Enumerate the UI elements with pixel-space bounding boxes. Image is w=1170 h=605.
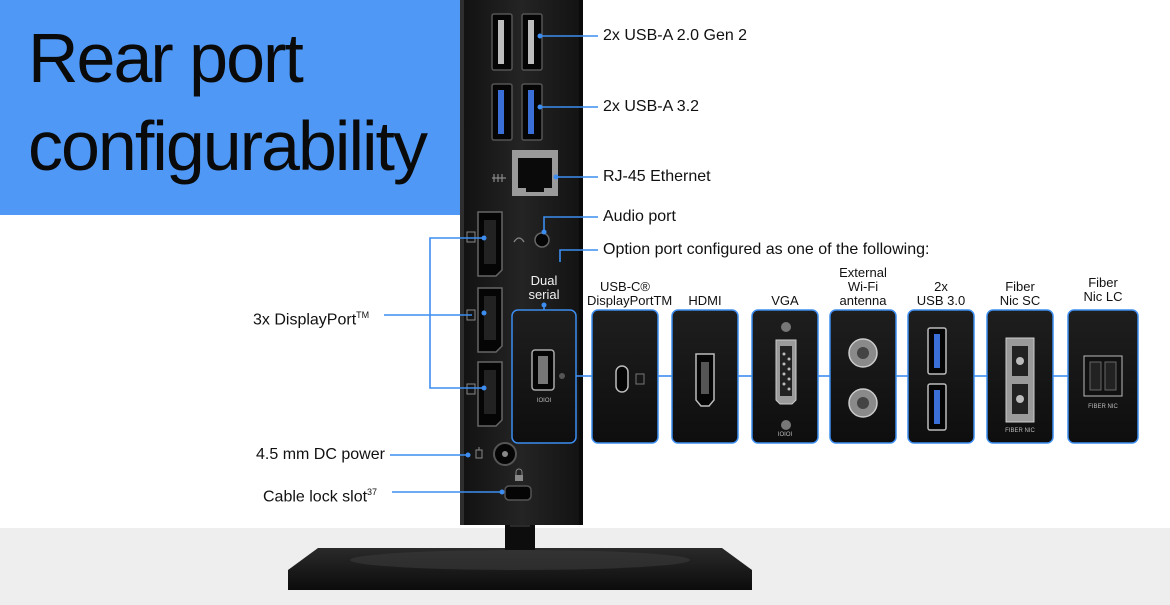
module-fiber-lc xyxy=(1067,309,1139,444)
usb-a-3-ports xyxy=(491,83,543,141)
usb-a-2-ports xyxy=(491,13,543,71)
fiber-sc-mark: FIBER NIC xyxy=(1005,428,1035,434)
title-panel xyxy=(0,0,468,215)
label-dc-power: 4.5 mm DC power xyxy=(256,446,385,463)
label-module-vga: VGA xyxy=(771,293,799,308)
cable-lock-slot xyxy=(504,468,532,501)
displayport-ports xyxy=(466,211,503,427)
label-module-fiber-lc: Fiber Nic LC xyxy=(1083,275,1123,304)
rj45-port xyxy=(492,150,558,196)
dual-serial-module xyxy=(511,309,577,444)
title-line-1: Rear port xyxy=(28,19,304,97)
serial-mark: IOIOI xyxy=(536,398,552,404)
callout-lines xyxy=(384,35,1068,493)
label-displayport: 3x DisplayPortTM xyxy=(253,306,369,329)
label-displayport-tm: TM xyxy=(356,310,370,320)
callout-dots xyxy=(465,33,559,495)
module-usbc xyxy=(591,309,659,444)
title-line-2: configurability xyxy=(28,107,428,185)
fiber-lc-mark: FIBER NIC xyxy=(1088,404,1118,410)
page-title: Rear port configurability xyxy=(28,14,428,190)
lock-icon xyxy=(515,468,523,481)
label-option-port: Option port configured as one of the fol… xyxy=(603,241,930,258)
audio-jack xyxy=(513,232,550,248)
headset-icon xyxy=(513,237,525,243)
module-vga xyxy=(751,309,819,444)
label-module-wifi: External Wi-Fi antenna xyxy=(839,265,887,308)
label-rj45: RJ-45 Ethernet xyxy=(603,168,711,185)
module-usb3 xyxy=(907,309,975,444)
label-dual-serial: Dual serial xyxy=(528,273,560,302)
dc-power-jack xyxy=(475,442,517,466)
label-module-usbc: USB-C® DisplayPortTM xyxy=(587,279,673,308)
label-cable-lock-sup: 37 xyxy=(367,487,378,497)
module-wifi xyxy=(829,309,897,444)
power-plug-icon xyxy=(475,447,483,459)
label-module-fiber-sc: Fiber Nic SC xyxy=(999,279,1041,308)
label-cable-lock: Cable lock slot37 xyxy=(263,483,377,506)
label-module-usb3: 2x USB 3.0 xyxy=(916,279,966,308)
module-hdmi xyxy=(671,309,739,444)
label-usb-a-32: 2x USB-A 3.2 xyxy=(603,98,700,115)
label-usb-a-20: 2x USB-A 2.0 Gen 2 xyxy=(603,27,748,44)
ethernet-icon xyxy=(492,174,506,182)
module-fiber-sc xyxy=(986,309,1054,444)
label-module-hdmi: HDMI xyxy=(688,293,722,308)
label-displayport-text: 3x DisplayPort xyxy=(253,311,357,329)
label-audio: Audio port xyxy=(603,208,676,225)
label-cable-lock-text: Cable lock slot xyxy=(263,488,368,506)
vga-mark: IOIOI xyxy=(777,432,793,438)
